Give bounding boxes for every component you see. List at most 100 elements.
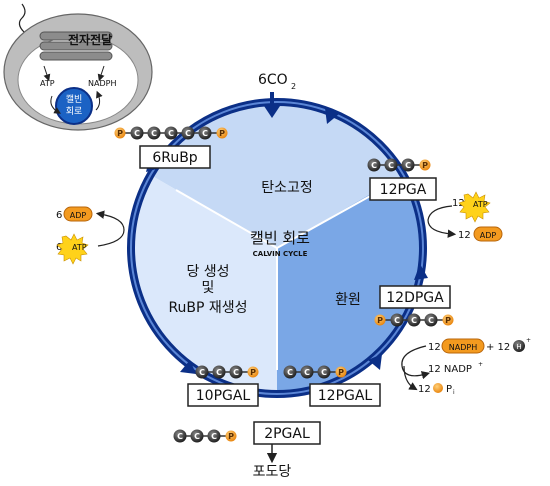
regen-adp-label: ADP [70, 211, 87, 220]
pga-label: 12PGA [380, 182, 427, 198]
nadp-out-label: 12 NADP [428, 364, 472, 375]
pi-sub: i [453, 389, 455, 396]
nadph-pill-icon [441, 338, 485, 354]
ring-arrow-icon [325, 108, 339, 124]
glucose-label: 포도당 [253, 464, 292, 480]
pgal2-box: 2PGAL [253, 421, 321, 445]
dpga-label: 12DPGA [386, 290, 444, 306]
carbon-atom [384, 158, 398, 172]
inset-etc-label: 전자전달 [68, 32, 112, 47]
phosphate-atom [374, 314, 386, 326]
rubp-label: 6RuBp [152, 150, 197, 166]
atp-in-label: ATP [473, 200, 488, 209]
dpga-box: 12DPGA [379, 285, 451, 309]
chloroplast-inset: 전자전달 ATP NADPH 캘빈 회로 [3, 3, 153, 131]
carbon-atom [147, 126, 161, 140]
pga-box: 12PGA [369, 177, 437, 201]
regen-atp-exchange: 6 ADP 6 ATP [56, 206, 125, 265]
phosphate-atom-label: P [117, 129, 123, 138]
carbon-atom [130, 126, 144, 140]
sector-label-regen-1: 당 생성 [186, 264, 229, 280]
ring-arrow-icon [180, 360, 196, 374]
carbon-atom [207, 429, 221, 443]
nadph-count: 12 [428, 342, 441, 353]
carbon-atom-label: C [199, 368, 205, 377]
nadp-out-sup: + [478, 361, 483, 368]
carbon-atom [300, 365, 314, 379]
carbon-atom [173, 429, 187, 443]
carbon-atom-label: C [428, 316, 434, 325]
pgal2-label: 2PGAL [264, 426, 310, 442]
carbon-atom [283, 365, 297, 379]
inset-calvin-label-1: 캘빈 [66, 93, 83, 105]
sector-label-reduction: 환원 [335, 292, 361, 308]
carbon-atom-label: C [371, 161, 377, 170]
pgal12-label: 12PGAL [318, 388, 373, 404]
carbon-atom-label: C [177, 432, 183, 441]
inset-nadph-label: NADPH [88, 79, 116, 88]
atp-adp-exchange: 12 ATP 12 ADP [427, 191, 503, 242]
carbon-atom [401, 158, 415, 172]
nadph-label: NADPH [449, 343, 477, 352]
phosphate-atom-label: P [377, 316, 383, 325]
carbon-atom-label: C [202, 129, 208, 138]
pi-label: P [446, 384, 452, 395]
co2-subscript: 2 [291, 82, 296, 91]
carbon-atom-label: C [405, 161, 411, 170]
carbon-atom [390, 313, 404, 327]
adp-out-label: ADP [480, 231, 497, 240]
plus-h-count: + 12 [486, 342, 510, 353]
carbon-atom-label: C [168, 129, 174, 138]
carbon-atom-label: C [185, 129, 191, 138]
carbon-atom-label: C [394, 316, 400, 325]
carbon-atom [198, 126, 212, 140]
phosphate-atom-label: P [338, 368, 344, 377]
phosphate-atom [335, 366, 347, 378]
thylakoid-stack-icon [39, 31, 113, 61]
carbon-atom-label: C [194, 432, 200, 441]
carbon-atom-label: C [304, 368, 310, 377]
sector-label-regen-2: 및 [202, 280, 215, 296]
atp-burst-icon [458, 191, 491, 223]
adp-out-count: 12 [458, 230, 471, 241]
sector-reduction [277, 176, 421, 391]
sector-label-fixation: 탄소고정 [261, 180, 313, 196]
h-ion-sup: + [526, 337, 531, 344]
regen-atp-burst-icon [56, 233, 89, 265]
carbon-atom-label: C [134, 129, 140, 138]
inset-calvin-circle [55, 87, 93, 125]
ring-arrow-icon [414, 264, 428, 280]
phosphate-atom [225, 430, 237, 442]
phosphate-atom [114, 127, 126, 139]
pgal10-label: 10PGAL [196, 388, 251, 404]
rubp-box: 6RuBp [139, 145, 211, 169]
regen-atp-label: ATP [72, 243, 87, 252]
pgal12-box: 12PGAL [309, 383, 381, 407]
carbon-atom [424, 313, 438, 327]
carbon-atom [367, 158, 381, 172]
nadph-exchange: 12 NADPH + 12 H + 12 NADP + 12 P i [401, 337, 531, 396]
pi-count: 12 [418, 384, 431, 395]
carbon-atom [229, 365, 243, 379]
inset-calvin-label-2: 회로 [66, 106, 83, 117]
atp-in-count: 12 [452, 198, 465, 209]
cycle-sectors [133, 105, 421, 391]
regen-adp-pill-icon [63, 206, 93, 222]
sector-label-regen-3: RuBP 재생성 [168, 300, 247, 316]
sector-regeneration [133, 176, 277, 391]
carbon-atom [212, 365, 226, 379]
carbon-atom-label: C [411, 316, 417, 325]
carbon-atom-label: C [287, 368, 293, 377]
phosphate-atom-label: P [422, 161, 428, 170]
center-title: 캘빈 회로 [250, 229, 310, 247]
phosphate-atom [419, 159, 431, 171]
carbon-atom-label: C [211, 432, 217, 441]
adp-pill-icon [473, 226, 503, 242]
carbon-atom [181, 126, 195, 140]
phosphate-atom-label: P [250, 368, 256, 377]
